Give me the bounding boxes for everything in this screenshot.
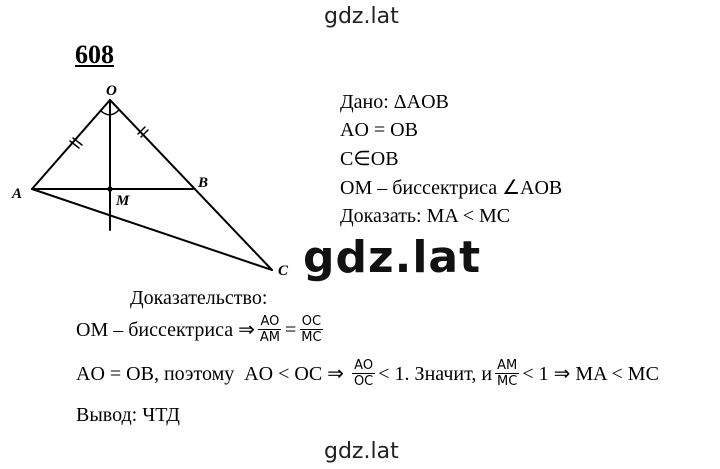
fraction-numerator: AO [258, 314, 282, 330]
proof-line-2: AO = OB, поэтому AO < OC ⇒ AO OC < 1. Зн… [76, 359, 659, 388]
conclusion: Вывод: ЧТД [76, 404, 180, 426]
angle-arc [100, 109, 120, 116]
proof-line-2-text-2: < 1. Значит, и [378, 362, 493, 385]
tick-ao-1 [69, 140, 80, 149]
fraction-numerator: OC [299, 314, 324, 330]
fraction-numerator: AM [495, 358, 520, 374]
label-a: A [12, 186, 23, 202]
fraction-denominator: MC [301, 330, 322, 345]
given-line-4: OM – биссектриса ∠AOB [340, 177, 563, 199]
fraction-ao-am: AO AM [258, 315, 282, 344]
fraction-numerator: AO [352, 358, 376, 374]
label-b: B [198, 175, 209, 191]
tick-ao-2 [72, 137, 83, 146]
fraction-denominator: MC [497, 374, 518, 389]
proof-line-2-text-3: < 1 ⇒ MA < MC [522, 362, 659, 385]
fraction-am-mc: AM MC [495, 358, 520, 389]
given-line-2: AO = OB [340, 119, 418, 141]
proof-heading: Доказательство: [130, 287, 268, 309]
proof-line-1: OM – биссектриса ⇒ AO AM = OC MC [76, 315, 327, 344]
tick-ob-2 [140, 129, 149, 138]
fraction-oc-mc: OC MC [299, 314, 324, 345]
fraction-ao-oc: AO OC [352, 358, 376, 389]
label-m: M [116, 193, 130, 209]
watermark-top: gdz.lat [324, 4, 399, 29]
label-c: C [278, 263, 289, 279]
equals-sign: = [285, 318, 297, 341]
segment-oc [109, 99, 273, 271]
given-line-3: C∈OB [340, 148, 399, 170]
watermark-bottom: gdz.lat [324, 439, 399, 464]
proof-line-2-text-1: AO = OB, поэтому AO < OC ⇒ [76, 362, 344, 385]
segment-ao [31, 99, 111, 190]
proof-line-1-text: OM – биссектриса ⇒ [76, 318, 255, 341]
fraction-denominator: AM [259, 330, 280, 345]
label-o: O [106, 83, 117, 99]
to-prove: Доказать: MA < MC [340, 205, 511, 227]
fraction-denominator: OC [353, 374, 374, 389]
problem-number: 608 [75, 40, 114, 69]
given-line-1: Дано: ΔAOB [340, 91, 449, 113]
tick-ob-1 [137, 126, 146, 135]
point-m [107, 186, 113, 192]
watermark-center: gdz.lat [303, 232, 482, 283]
segment-ac [31, 188, 273, 271]
